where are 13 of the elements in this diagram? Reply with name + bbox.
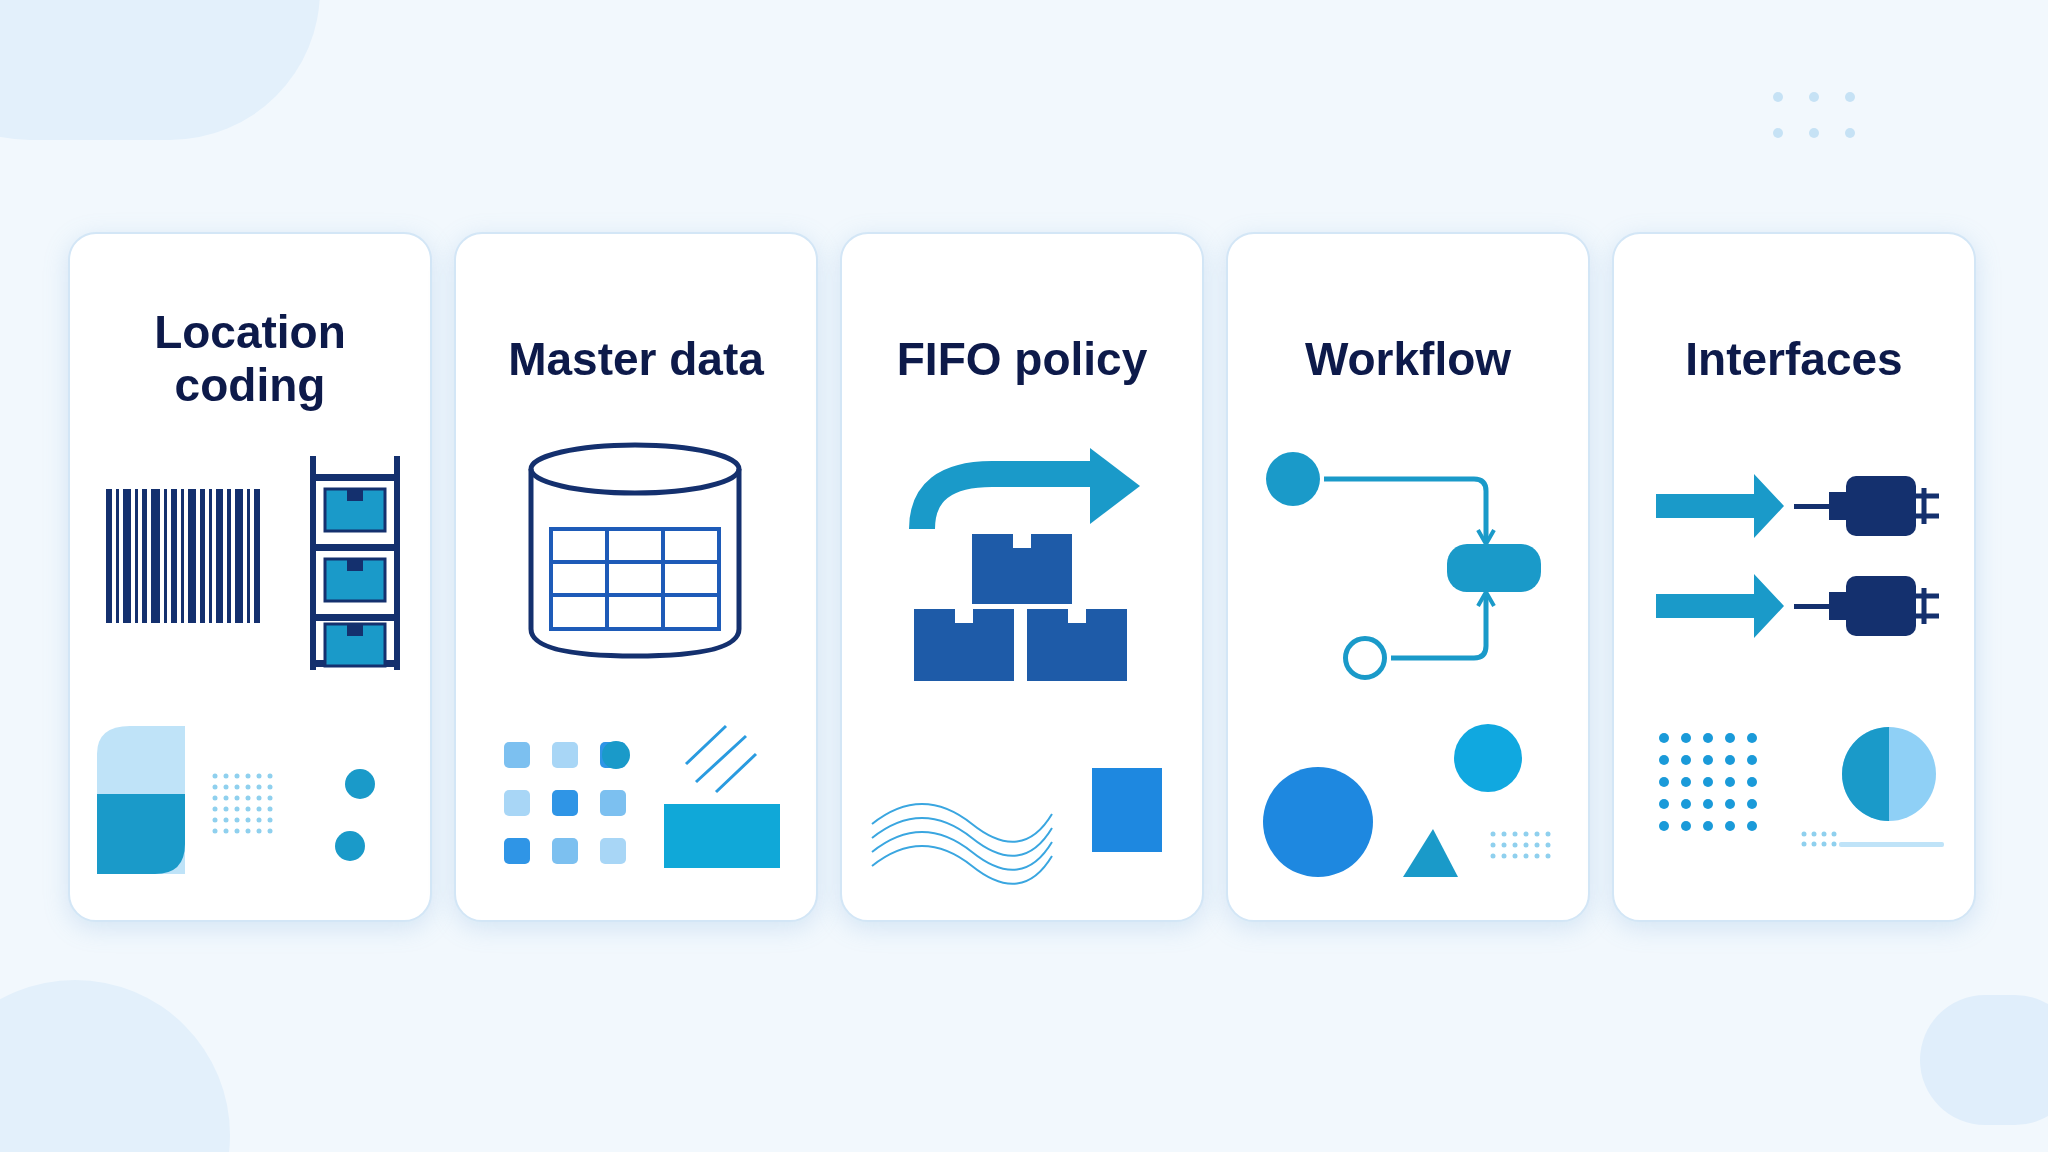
card-title: Workflow [1304, 332, 1512, 386]
card-title: Location coding [153, 306, 347, 412]
feature-card [840, 232, 1204, 922]
feature-card [454, 232, 818, 922]
card-title: FIFO policy [896, 332, 1148, 386]
arrow [1324, 476, 1496, 546]
process-node [1447, 544, 1541, 592]
card-title: Master data [508, 332, 764, 386]
feature-card [1226, 232, 1590, 922]
feature-card [68, 232, 432, 922]
feature-card [1612, 232, 1976, 922]
arrow [1391, 590, 1496, 661]
card-title: Interfaces [1685, 332, 1903, 386]
